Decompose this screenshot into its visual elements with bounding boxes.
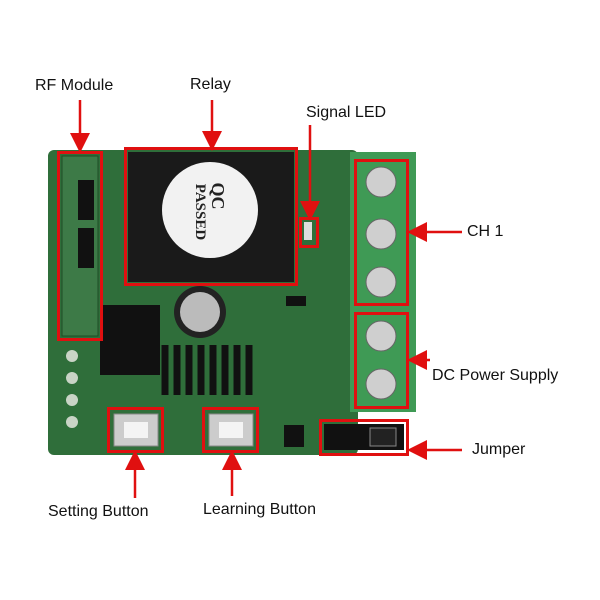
qc-sticker: [162, 162, 258, 258]
label-signal-led: Signal LED: [306, 104, 387, 121]
setting-button-highlight: [107, 407, 164, 453]
signal-led-highlight: [299, 217, 319, 248]
sticker-text-qc: QC: [208, 183, 228, 210]
label-ch1: CH 1: [467, 223, 504, 240]
terminal-screws: [365, 166, 397, 400]
jumper-highlight: [319, 419, 409, 456]
relay-highlight: [124, 147, 298, 286]
ch1-highlight: [354, 159, 409, 306]
label-relay: Relay: [190, 76, 231, 93]
label-rf-module: RF Module: [35, 77, 114, 94]
label-jumper: Jumper: [472, 441, 526, 458]
label-setting-button: Setting Button: [48, 503, 149, 520]
label-learning-button: Learning Button: [203, 501, 316, 518]
ic-chip: [100, 305, 160, 375]
learning-button-highlight: [202, 407, 259, 453]
dc-power-highlight: [354, 312, 409, 409]
label-dc-power-supply: DC Power Supply: [432, 367, 559, 384]
sticker-text-passed: PASSED: [192, 184, 208, 241]
antenna-coil: [161, 345, 253, 395]
callout-arrows: [70, 100, 462, 498]
rf-module-highlight: [57, 151, 103, 341]
